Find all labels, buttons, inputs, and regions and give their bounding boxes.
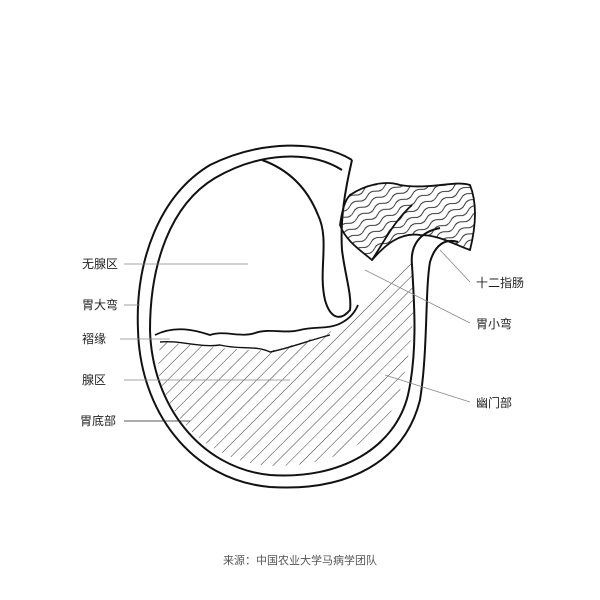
label-lesser-curvature: 胃小弯	[476, 317, 513, 331]
lesser-curvature-line	[261, 159, 353, 318]
label-duodenum: 十二指肠	[476, 276, 525, 290]
source-caption: 来源：中国农业大学马病学团队	[223, 554, 377, 567]
label-fundus: 胃底部	[80, 414, 117, 428]
label-greater-curvature: 胃大弯	[82, 298, 119, 312]
margo-plicatus-line	[154, 304, 359, 336]
label-glandular: 腺区	[82, 373, 107, 387]
stomach-inner-wall	[148, 155, 441, 477]
label-margo-plicatus: 褶缘	[82, 332, 107, 346]
label-pylorus: 幽门部	[476, 396, 513, 410]
label-non-glandular: 无腺区	[82, 257, 119, 271]
glandular-region	[158, 255, 414, 466]
leader-lines	[120, 249, 471, 422]
duodenum-region	[339, 182, 476, 262]
